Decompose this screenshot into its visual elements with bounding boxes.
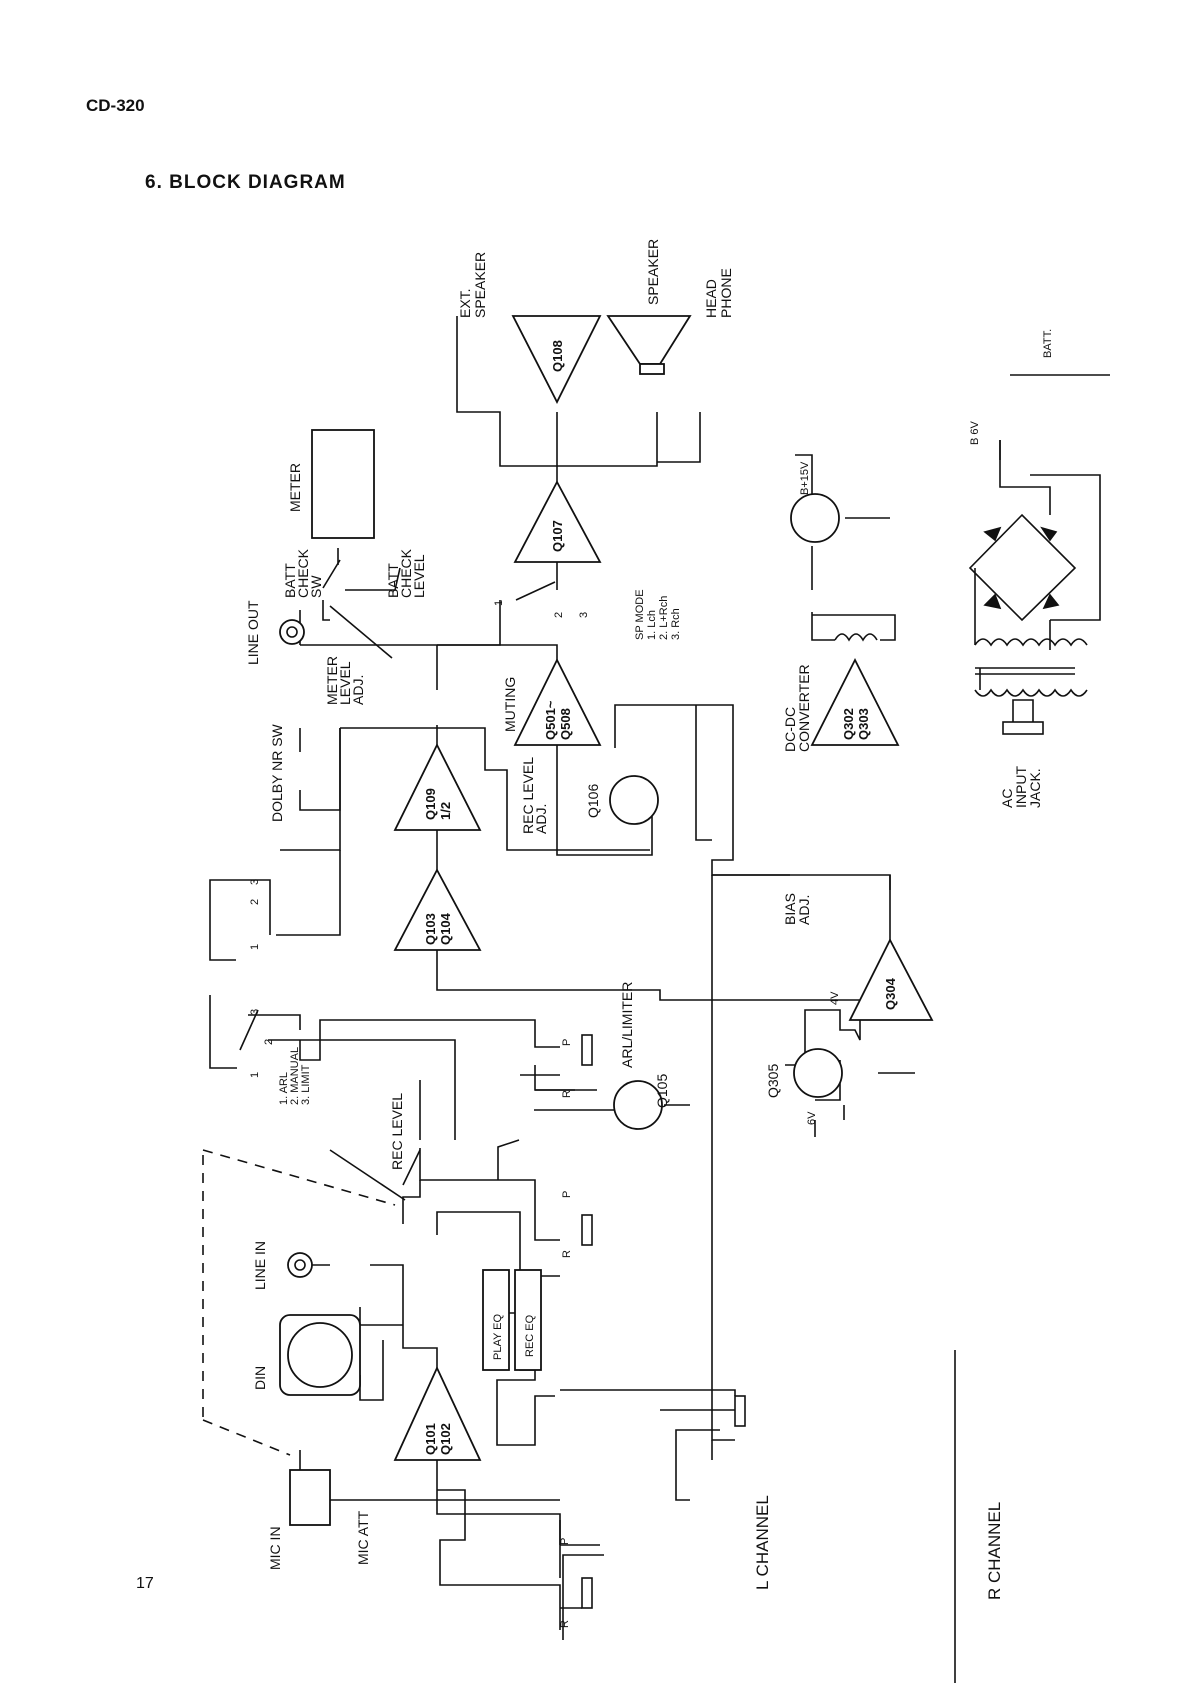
q302-label: Q302 Q303 (841, 705, 871, 740)
sw-pos-3: 3 (578, 612, 590, 618)
amp-q304 (848, 938, 934, 1021)
mode-pos-3: 3 (249, 1009, 261, 1015)
4v-label: 4V (829, 991, 841, 1005)
r-channel-label: R CHANNEL (985, 1502, 1004, 1600)
mic-in-label: MIC IN (267, 1526, 283, 1570)
6v-label: 6V (806, 1111, 818, 1125)
q106-label: Q106 (585, 784, 601, 818)
rec-level-label: REC LEVEL (389, 1093, 405, 1170)
amplifiers (279, 315, 934, 1526)
amp-q109 (393, 742, 482, 831)
dolby-pos-1: 1 (249, 944, 261, 950)
p-label-3: P (559, 1538, 571, 1545)
dolby-nr-sw-label: DOLBY NR SW (269, 723, 285, 822)
r-label-1: R (561, 1090, 573, 1098)
b6v-label: B 6V (969, 420, 981, 445)
r-label-3: R (559, 1620, 571, 1628)
ext-speaker-label: EXT. SPEAKER (457, 252, 488, 318)
din-label: DIN (252, 1366, 268, 1390)
transistors (609, 493, 843, 1130)
wiring (202, 316, 1110, 1683)
page-title: 6. BLOCK DIAGRAM (145, 172, 346, 193)
b15v-label: B+15V (799, 461, 811, 495)
meter-box (311, 429, 375, 539)
mic-att-label: MIC ATT (355, 1510, 371, 1565)
r-label-2: R (561, 1250, 573, 1258)
bias-adj-label: BIAS ADJ. (782, 889, 812, 925)
q101-label: Q101 Q102 (423, 1420, 453, 1455)
line-out-label: LINE OUT (245, 600, 261, 665)
mode-pos-2: 2 (263, 1039, 275, 1045)
q109-label: Q109 1/2 (423, 785, 453, 820)
meter-label: METER (287, 463, 303, 512)
l-channel-label: L CHANNEL (753, 1495, 772, 1590)
arl-modes-label: 1. ARL 2. MANUAL 3. LIMIT (278, 1044, 312, 1105)
connectors (581, 699, 1044, 1609)
amp-q107 (513, 480, 602, 563)
sw-pos-1: 1 (493, 600, 505, 606)
q501-label: Q501~ Q508 (543, 697, 573, 740)
arl-limiter-label: ARL/LIMITER (619, 982, 635, 1068)
model-number: CD-320 (86, 96, 145, 115)
amp-q501 (513, 657, 602, 746)
q305-label: Q305 (765, 1064, 781, 1098)
rec-eq-box (514, 1269, 542, 1371)
mode-pos-1: 1 (249, 1072, 261, 1078)
q105-label: Q105 (654, 1074, 670, 1108)
bridge-rectifier (968, 513, 1077, 622)
line-in-label: LINE IN (252, 1241, 268, 1290)
page-number: 17 (136, 1575, 154, 1592)
sw-pos-2: 2 (553, 612, 565, 618)
play-eq-box (482, 1269, 510, 1371)
q304-label: Q304 (883, 977, 898, 1010)
rec-eq-label: REC EQ (524, 1314, 536, 1357)
amp-q103 (393, 868, 482, 951)
batt-check-level-label: BATT CHECK LEVEL (385, 545, 427, 598)
p-label-1: P (561, 1039, 573, 1046)
play-eq-label: PLAY EQ (492, 1313, 504, 1360)
speaker-label: SPEAKER (645, 239, 661, 305)
ac-input-jack-label: AC INPUT JACK. (999, 762, 1043, 808)
headphone-label: HEAD PHONE (703, 268, 734, 318)
speaker-cone (606, 315, 692, 365)
meter-level-adj-label: METER LEVEL ADJ. (324, 652, 366, 705)
amp-q101 (393, 1365, 482, 1461)
sp-mode-label: SP MODE 1. Lch 2. L+Rch 3. Rch (634, 586, 682, 640)
amp-q302 (810, 658, 900, 746)
batt-check-sw-label: BATT CHECK SW (282, 545, 324, 598)
q108-label: Q108 (550, 340, 565, 372)
batt-label: BATT. (1042, 329, 1054, 358)
muting-label: MUTING (502, 677, 518, 732)
q107-label: Q107 (550, 520, 565, 552)
dolby-pos-3: 3 (249, 879, 261, 885)
dolby-pos-2: 2 (249, 899, 261, 905)
p-label-2: P (561, 1191, 573, 1198)
amp-q108 (511, 315, 602, 404)
q103-label: Q103 Q104 (423, 910, 453, 945)
rec-level-adj-label: REC LEVEL ADJ. (520, 754, 549, 834)
dc-dc-converter-label: DC-DC CONVERTER (782, 664, 812, 752)
transformer (834, 633, 1088, 697)
